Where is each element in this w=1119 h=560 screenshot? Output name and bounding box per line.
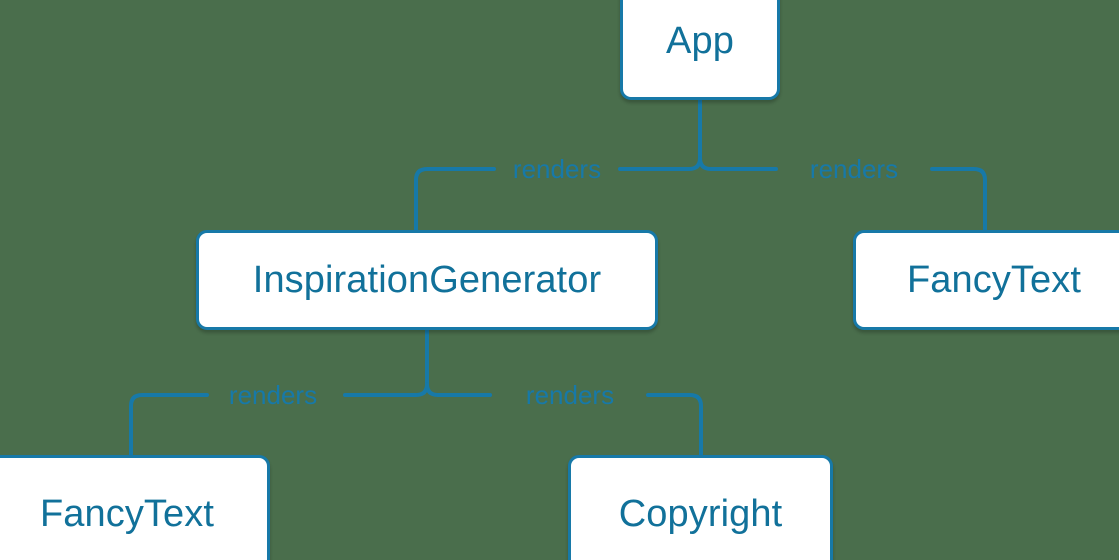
edge-label-inspiration-to-copyright: renders [525,380,615,410]
edge-inspiration-stem-right [425,382,440,397]
node-inspiration-generator-label: InspirationGenerator [252,259,602,301]
node-inspiration-generator[interactable]: InspirationGenerator [196,230,658,330]
node-app[interactable]: App [620,0,780,100]
edge-label-app-to-fancytext-right: renders [809,154,899,184]
edge-label-app-to-inspiration: renders [512,154,602,184]
node-copyright-label: Copyright [618,493,783,535]
node-copyright[interactable]: Copyright [568,455,833,560]
node-fancytext-right-label: FancyText [906,259,1082,301]
node-app-label: App [666,20,734,62]
edge-app-stem [687,98,702,171]
node-fancytext-left-label: FancyText [39,493,215,535]
edge-app-stem-right [698,156,713,171]
edge-label-inspiration-to-fancytext-left: renders [228,380,318,410]
edge-inspiration-stem [414,328,429,397]
node-fancytext-left[interactable]: FancyText [0,455,270,560]
node-fancytext-right[interactable]: FancyText [853,230,1119,330]
